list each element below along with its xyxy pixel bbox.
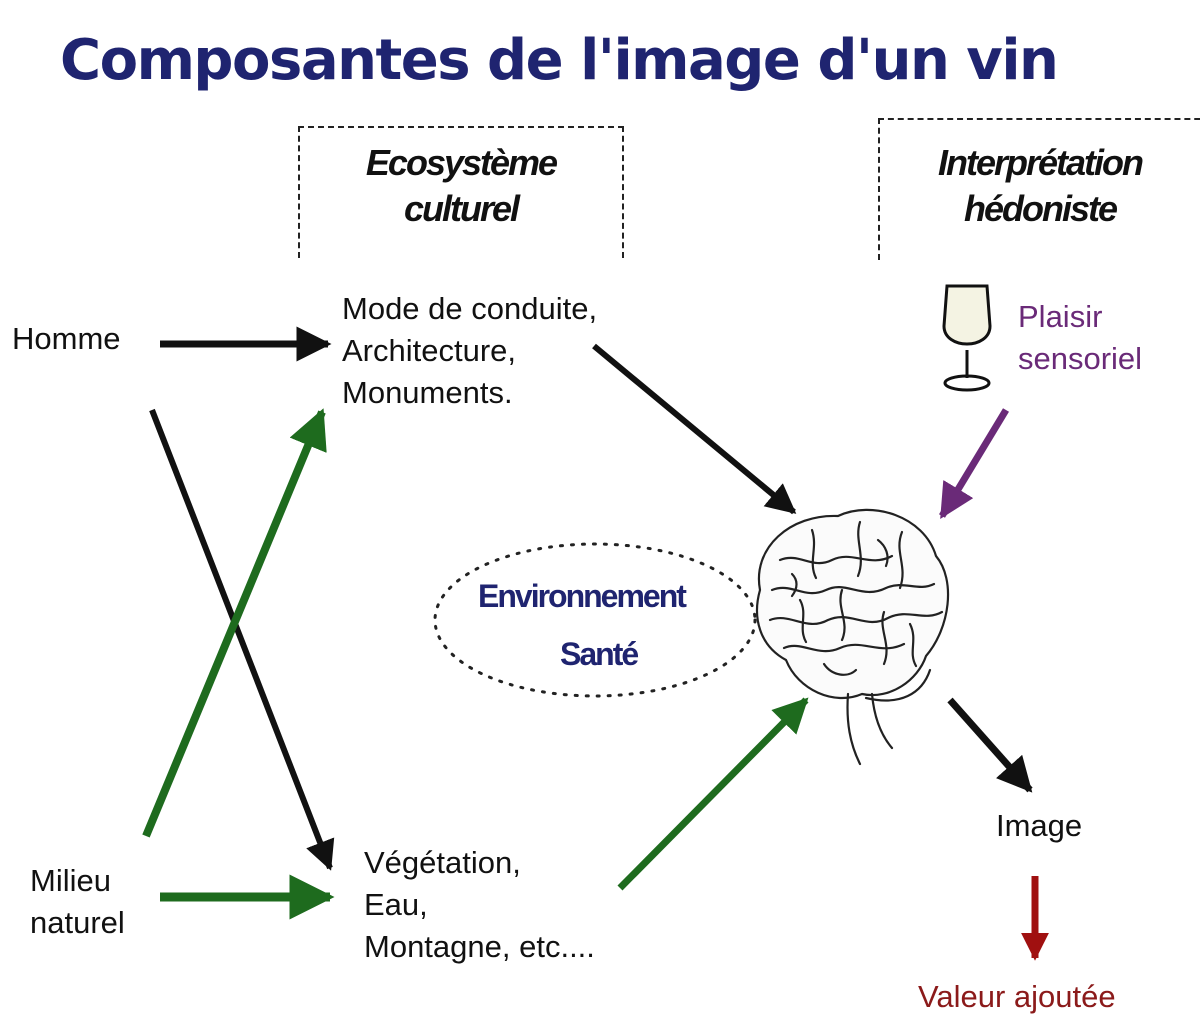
cultural-label-line-2: culturel — [403, 188, 520, 229]
culture-item-1: Mode de conduite, — [342, 291, 598, 326]
nature-item-1: Végétation, — [364, 845, 521, 880]
environment-health-ellipse — [433, 542, 757, 698]
node-image: Image — [996, 808, 1083, 843]
node-plaisir-sensoriel: Plaisir sensoriel — [1018, 296, 1142, 380]
cultural-ecosystem-box — [298, 126, 624, 258]
arrow-culture-to-brain — [592, 343, 797, 515]
cultural-items-list: Mode de conduite, Architecture, Monument… — [342, 288, 597, 414]
nature-item-2: Eau, — [364, 887, 428, 922]
hedonic-interpretation-box — [878, 118, 1200, 260]
milieu-line-1: Milieu — [30, 863, 111, 898]
milieu-line-2: naturel — [30, 905, 125, 940]
plaisir-line-1: Plaisir — [1018, 299, 1103, 334]
hedonic-interpretation-label: Interprétation hédoniste — [880, 140, 1200, 232]
hedonic-label-line-1: Interprétation — [937, 142, 1144, 183]
cultural-label-line-1: Ecosystème — [365, 142, 558, 183]
node-homme: Homme — [12, 321, 121, 356]
wine-glass-icon — [942, 284, 992, 392]
node-valeur-ajoutee: Valeur ajoutée — [918, 979, 1116, 1014]
node-milieu-naturel: Milieu naturel — [30, 860, 125, 944]
arrow-brain-to-image — [947, 697, 1033, 793]
hedonic-label-line-2: hédoniste — [963, 188, 1118, 229]
culture-item-3: Monuments. — [342, 375, 513, 410]
nature-item-3: Montagne, etc.... — [364, 929, 595, 964]
arrow-homme-to-nature — [149, 408, 335, 871]
arrow-nature-to-brain — [617, 697, 809, 891]
health-label: Santé — [560, 636, 639, 672]
environment-label: Environnement — [478, 578, 687, 614]
culture-item-2: Architecture, — [342, 333, 517, 368]
arrow-milieu-to-culture — [142, 408, 327, 838]
arrow-plaisir-to-brain — [939, 408, 1009, 519]
diagram-title: Composantes de l'image d'un vin — [60, 28, 1059, 93]
brain-icon — [756, 508, 950, 766]
cultural-ecosystem-label: Ecosystème culturel — [300, 140, 622, 232]
natural-items-list: Végétation, Eau, Montagne, etc.... — [364, 842, 595, 968]
plaisir-line-2: sensoriel — [1018, 341, 1143, 376]
